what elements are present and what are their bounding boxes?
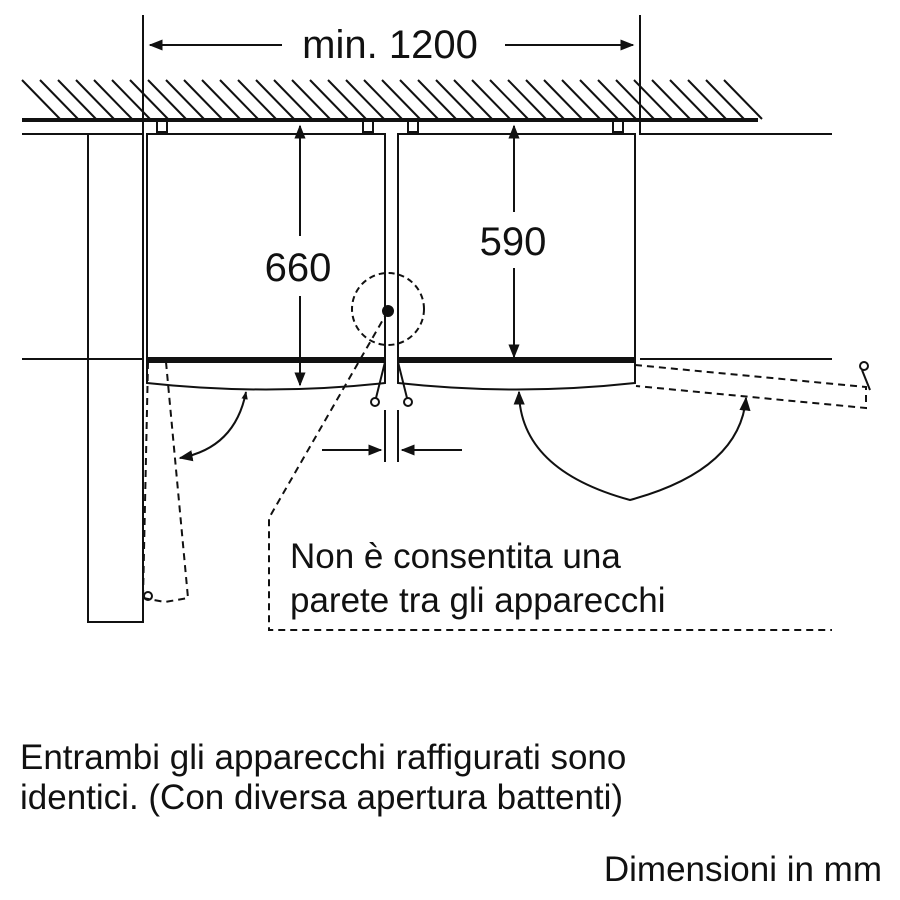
no-wall-callout	[268, 272, 832, 631]
hatch-line	[687, 79, 727, 120]
height-left-label: 660	[265, 246, 332, 290]
height-right-label: 590	[480, 220, 547, 264]
unit-note: Dimensioni in mm	[603, 850, 882, 889]
gap-hinges	[322, 361, 462, 462]
hatch-line	[183, 79, 223, 120]
hatch-line	[147, 79, 187, 120]
left-door-swing	[142, 361, 248, 604]
hatch-line	[453, 79, 493, 120]
hatch-line	[669, 79, 709, 120]
width-label: min. 1200	[302, 23, 478, 67]
hatch-line	[21, 79, 61, 120]
hatch-line	[435, 79, 475, 120]
hatch-line	[561, 79, 601, 120]
hatch-line	[363, 79, 403, 120]
right-door-swing	[513, 361, 871, 502]
hatch-line	[507, 79, 547, 120]
hatch-line	[237, 79, 277, 120]
hatch-line	[345, 79, 385, 120]
hatch-line	[327, 79, 367, 120]
adjacent-cabinets	[22, 133, 832, 623]
caption-line-2: identici. (Con diversa apertura battenti…	[20, 778, 624, 817]
caption-line-1: Entrambi gli apparecchi raffigurati sono	[20, 738, 627, 777]
hatch-line	[471, 79, 511, 120]
left-appliance	[146, 119, 386, 391]
hatch-line	[39, 79, 79, 120]
hatch-line	[219, 79, 259, 120]
hatch-line	[111, 79, 151, 120]
hatch-line	[615, 79, 655, 120]
hatch-line	[651, 79, 691, 120]
hatch-line	[309, 79, 349, 120]
hatch-line	[291, 79, 331, 120]
hatch-line	[705, 79, 745, 120]
hatch-line	[723, 79, 763, 120]
hatch-line	[165, 79, 205, 120]
hatch-line	[525, 79, 565, 120]
hatch-line	[273, 79, 313, 120]
caption: Entrambi gli apparecchi raffigurati sono…	[20, 738, 880, 818]
width-dimension	[142, 15, 641, 135]
hatch-line	[597, 79, 637, 120]
hatch-line	[129, 79, 169, 120]
hatch-line	[201, 79, 241, 120]
hatch-line	[489, 79, 529, 120]
hatch-line	[381, 79, 421, 120]
hatch-line	[75, 79, 115, 120]
hatch-line	[417, 79, 457, 120]
hatch-line	[399, 79, 439, 120]
wall-hatch	[21, 79, 763, 122]
no-wall-note-line-1: Non è consentita una	[290, 537, 621, 576]
hatch-line	[57, 79, 97, 120]
height-dimensions	[294, 124, 520, 387]
hatch-line	[255, 79, 295, 120]
no-wall-note-line-2: parete tra gli apparecchi	[290, 581, 666, 620]
hatch-line	[543, 79, 583, 120]
hatch-line	[579, 79, 619, 120]
hatch-line	[93, 79, 133, 120]
